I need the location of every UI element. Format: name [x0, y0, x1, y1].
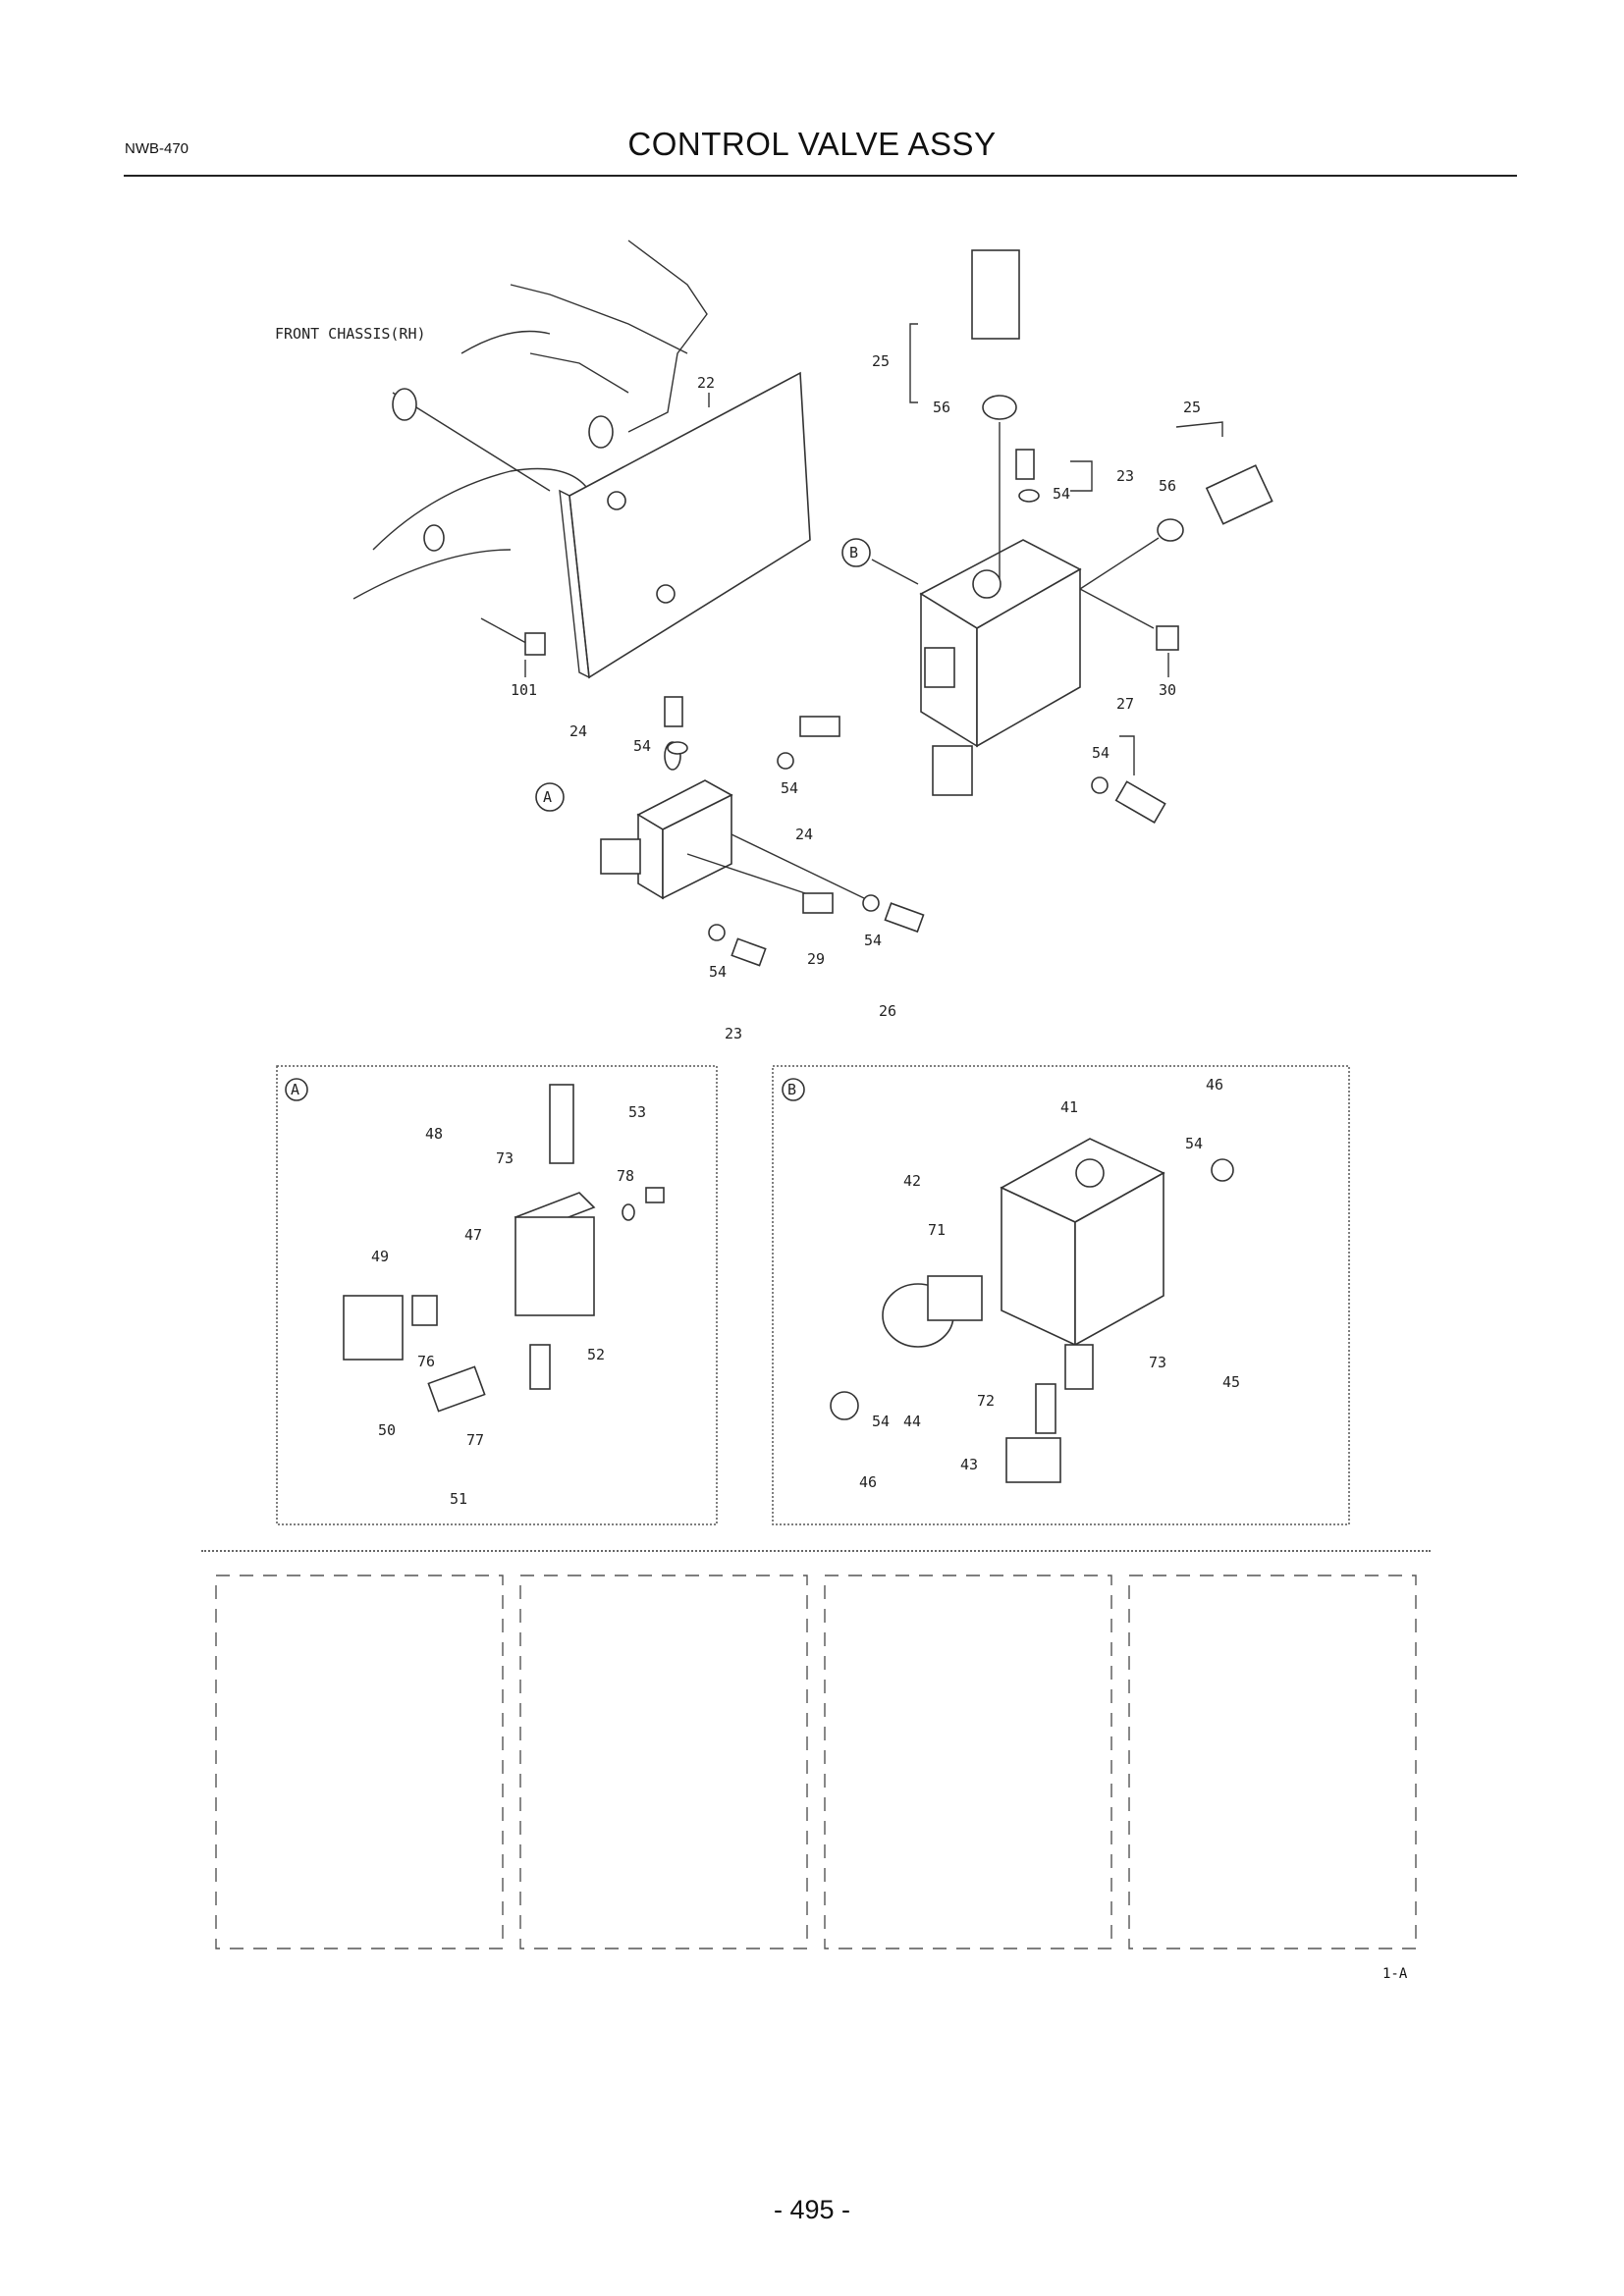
svg-text:54: 54 — [633, 737, 651, 755]
svg-text:72: 72 — [977, 1392, 995, 1410]
svg-text:23: 23 — [1116, 467, 1134, 485]
svg-text:A: A — [543, 788, 552, 806]
svg-text:50: 50 — [378, 1421, 396, 1439]
svg-text:B: B — [849, 544, 858, 561]
svg-text:47: 47 — [464, 1226, 482, 1244]
svg-text:25: 25 — [1183, 399, 1201, 416]
front-chassis-sketch — [352, 240, 708, 600]
svg-text:29: 29 — [807, 950, 825, 968]
svg-text:51: 51 — [450, 1490, 467, 1508]
fitting-25-top — [971, 249, 1020, 340]
svg-text:54: 54 — [1053, 485, 1070, 503]
header-rule — [124, 175, 1517, 177]
svg-text:46: 46 — [1206, 1076, 1223, 1094]
svg-text:56: 56 — [1159, 477, 1176, 495]
svg-text:54: 54 — [1185, 1135, 1203, 1152]
mounting-plate — [559, 371, 811, 679]
valve-block-b — [919, 539, 1082, 796]
page-number: - 495 - — [773, 2195, 851, 2224]
svg-text:101: 101 — [511, 681, 537, 699]
svg-text:23: 23 — [725, 1025, 742, 1042]
document-code: NWB-470 — [125, 140, 189, 157]
svg-text:46: 46 — [859, 1473, 877, 1491]
front-chassis-label: FRONT CHASSIS(RH) — [275, 325, 426, 343]
detail-frame-a — [276, 1065, 718, 1525]
svg-text:41: 41 — [1060, 1098, 1078, 1116]
svg-text:78: 78 — [617, 1167, 634, 1185]
detail-b-parts — [830, 1138, 1234, 1483]
svg-text:44: 44 — [903, 1413, 921, 1430]
svg-text:54: 54 — [781, 779, 798, 797]
valve-block-a — [600, 741, 733, 900]
svg-text:73: 73 — [496, 1149, 514, 1167]
svg-text:45: 45 — [1222, 1373, 1240, 1391]
svg-text:A: A — [291, 1081, 299, 1098]
svg-text:54: 54 — [872, 1413, 890, 1430]
detail-frame-b — [772, 1065, 1350, 1525]
bolt-101 — [480, 617, 546, 656]
detail-a-parts — [343, 1084, 665, 1413]
svg-text:71: 71 — [928, 1221, 946, 1239]
svg-text:B: B — [787, 1081, 796, 1098]
note-boxes — [215, 1575, 1417, 1949]
svg-text:24: 24 — [569, 722, 587, 740]
svg-text:30: 30 — [1159, 681, 1176, 699]
svg-text:49: 49 — [371, 1248, 389, 1265]
svg-text:56: 56 — [933, 399, 950, 416]
svg-text:52: 52 — [587, 1346, 605, 1363]
svg-text:53: 53 — [628, 1103, 646, 1121]
svg-text:26: 26 — [879, 1002, 896, 1020]
svg-text:76: 76 — [417, 1353, 435, 1370]
page-title: CONTROL VALVE ASSY — [627, 126, 997, 162]
svg-text:42: 42 — [903, 1172, 921, 1190]
figure-reference: 1-A — [1382, 1966, 1408, 1982]
svg-text:27: 27 — [1116, 695, 1134, 713]
o-ring-56-top — [982, 395, 1017, 420]
svg-text:48: 48 — [425, 1125, 443, 1143]
svg-text:24: 24 — [795, 826, 813, 843]
svg-text:22: 22 — [697, 374, 715, 392]
svg-text:77: 77 — [466, 1431, 484, 1449]
svg-text:25: 25 — [872, 352, 890, 370]
svg-text:54: 54 — [864, 932, 882, 949]
svg-text:54: 54 — [1092, 744, 1110, 762]
svg-text:73: 73 — [1149, 1354, 1166, 1371]
section-separator — [201, 1550, 1431, 1552]
svg-text:43: 43 — [960, 1456, 978, 1473]
svg-text:54: 54 — [709, 963, 727, 981]
